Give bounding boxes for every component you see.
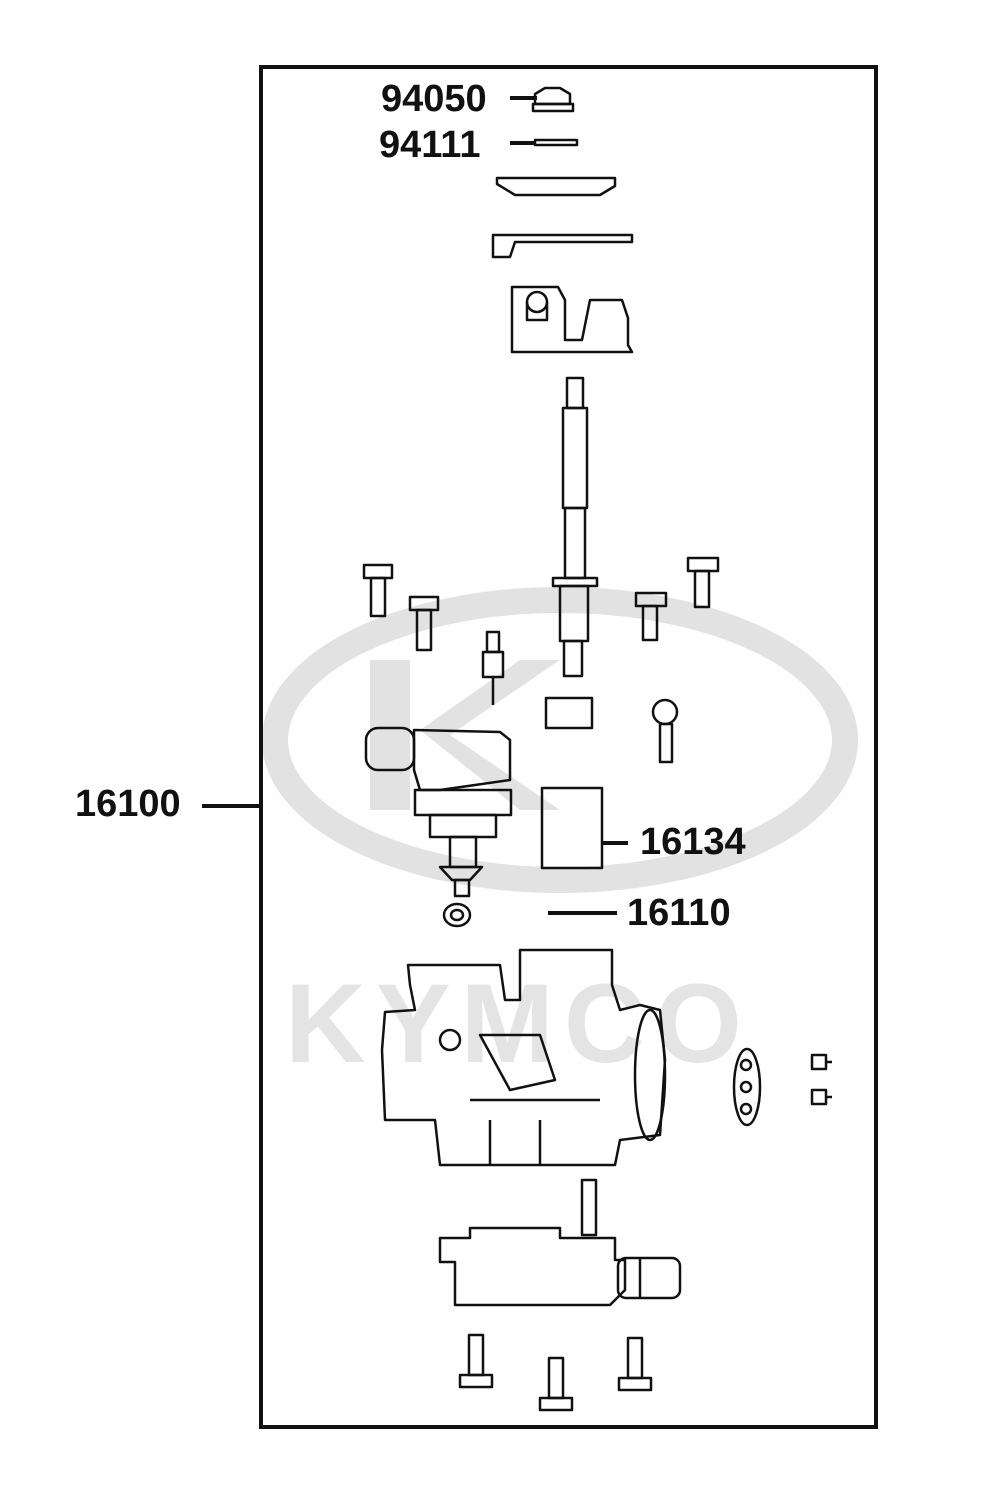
- screw-part: [538, 1356, 574, 1412]
- small-bolt-part: [810, 1088, 832, 1106]
- valve-part: [481, 630, 505, 705]
- screw-part: [458, 1333, 494, 1389]
- link-rod-part: [651, 698, 679, 764]
- plate-part: [495, 176, 617, 197]
- screw-part: [686, 556, 720, 609]
- label-sticker-part: [540, 786, 604, 870]
- screw-part: [362, 563, 394, 618]
- callout-94111: 94111: [379, 124, 481, 166]
- sensor-part: [364, 726, 513, 898]
- callout-16134: 16134: [640, 821, 746, 863]
- watermark-text: KYMCO: [285, 961, 752, 1086]
- screw-part: [408, 595, 440, 652]
- small-bolt-part: [810, 1053, 832, 1071]
- callout-94050: 94050: [381, 78, 487, 120]
- callout-16110: 16110: [627, 892, 731, 934]
- screw-part: [634, 591, 668, 642]
- throttle-body-part: [380, 948, 667, 1167]
- bracket-part: [491, 233, 634, 259]
- cable-holder-part: [510, 285, 634, 354]
- spacer-block-part: [544, 696, 594, 730]
- pin-part: [533, 138, 579, 147]
- throttle-shaft-part: [551, 376, 599, 678]
- control-unit-part: [438, 1178, 682, 1307]
- o-ring-part: [442, 902, 472, 928]
- callout-16100: 16100: [75, 783, 181, 825]
- assembly-frame: [259, 65, 878, 1429]
- nut-part: [531, 86, 575, 113]
- gasket-part: [732, 1047, 762, 1127]
- screw-part: [617, 1336, 653, 1392]
